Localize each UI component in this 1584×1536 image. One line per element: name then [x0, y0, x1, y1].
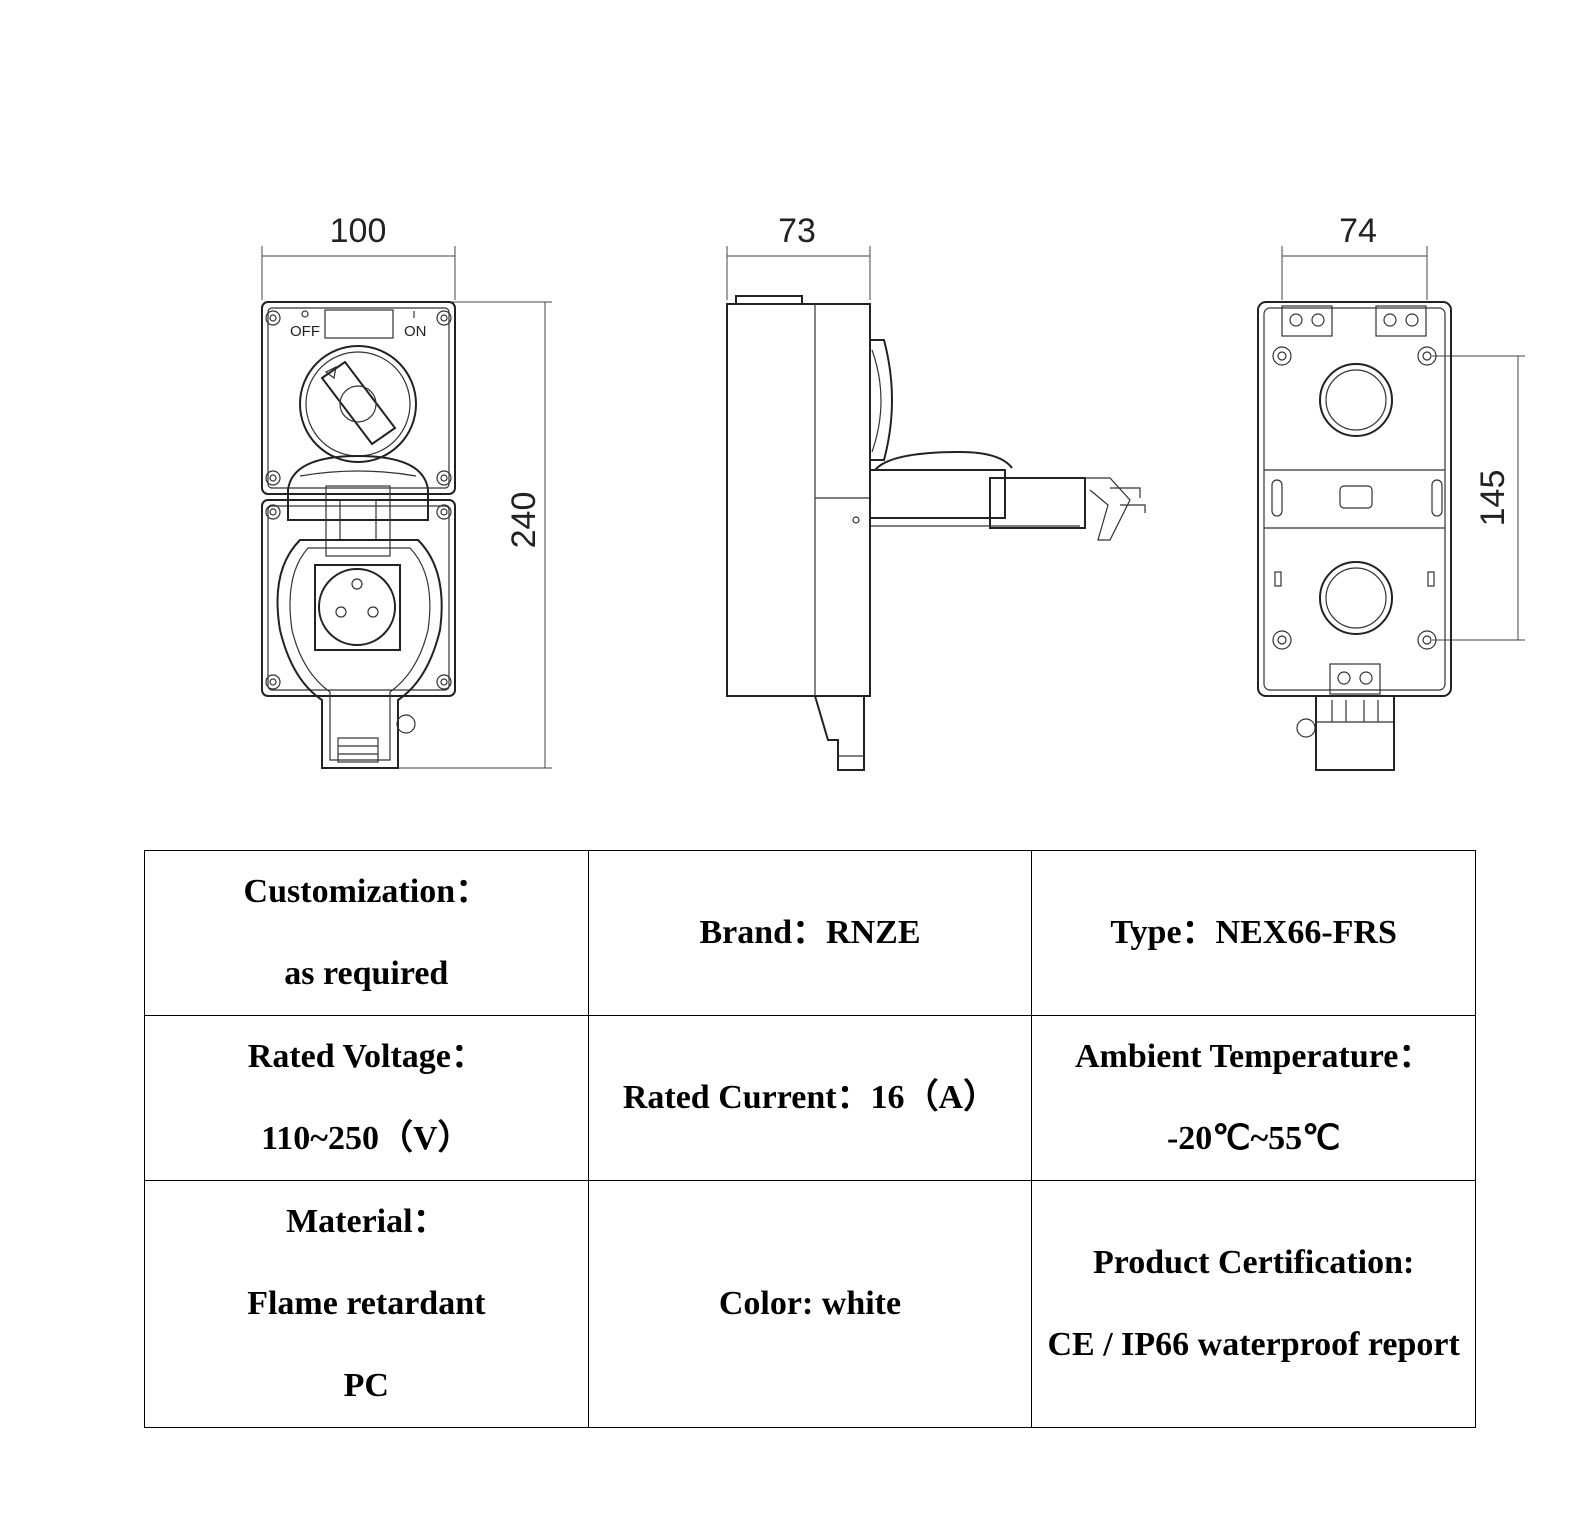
- material-label: Material：: [286, 1203, 447, 1240]
- side-width-dimension: 73: [726, 212, 871, 300]
- switch-on-label: ON: [404, 323, 427, 340]
- customization-value: as required: [284, 955, 449, 992]
- spec-cell-ambient-temperature: Ambient Temperature： -20℃~55℃: [1031, 1015, 1476, 1181]
- side-width-label: 73: [778, 212, 816, 250]
- certification-label: Product Certification:: [1092, 1244, 1415, 1281]
- spec-cell-customization: Customization： as required: [144, 850, 589, 1016]
- rated-current-text: Rated Current：16（A）: [622, 1079, 998, 1116]
- technical-drawing: 100 240 OFF ON: [261, 212, 1525, 771]
- certification-value: CE / IP66 waterproof report: [1047, 1326, 1460, 1363]
- spec-row: Material： Flame retardant PC Color: whit…: [144, 1180, 1476, 1428]
- material-value-line1: Flame retardant: [247, 1285, 486, 1322]
- spec-table: Customization： as required Brand：RNZE Ty…: [144, 850, 1476, 1428]
- color-text: Color: white: [718, 1285, 902, 1322]
- material-value-line2: PC: [343, 1367, 389, 1404]
- brand-text: Brand：RNZE: [699, 914, 921, 951]
- back-view: 74 145: [1257, 212, 1525, 771]
- rated-voltage-label: Rated Voltage：: [247, 1038, 485, 1075]
- customization-label: Customization：: [243, 873, 490, 910]
- side-view: 73: [726, 212, 1146, 771]
- spec-cell-brand: Brand：RNZE: [587, 850, 1033, 1016]
- front-width-label: 100: [330, 212, 387, 250]
- front-height-dimension: 240: [395, 301, 552, 769]
- spec-row: Rated Voltage： 110~250（V） Rated Current：…: [144, 1015, 1476, 1181]
- ambient-temperature-value: -20℃~55℃: [1166, 1120, 1341, 1157]
- front-view: 100 240 OFF ON: [261, 212, 552, 769]
- front-width-dimension: 100: [261, 212, 456, 300]
- spec-row: Customization： as required Brand：RNZE Ty…: [144, 850, 1476, 1016]
- rotary-switch-knob: [299, 345, 417, 463]
- spec-cell-rated-current: Rated Current：16（A）: [587, 1015, 1033, 1181]
- type-text: Type：NEX66-FRS: [1110, 914, 1397, 951]
- back-width-label: 74: [1339, 212, 1377, 250]
- spec-cell-color: Color: white: [587, 1180, 1033, 1428]
- front-height-label: 240: [505, 492, 543, 549]
- spec-cell-material: Material： Flame retardant PC: [144, 1180, 589, 1428]
- spec-cell-type: Type：NEX66-FRS: [1031, 850, 1476, 1016]
- ambient-temperature-label: Ambient Temperature：: [1075, 1038, 1433, 1075]
- switch-off-label: OFF: [290, 323, 320, 340]
- rated-voltage-value: 110~250（V）: [261, 1120, 472, 1157]
- spec-cell-certification: Product Certification: CE / IP66 waterpr…: [1031, 1180, 1476, 1428]
- back-hole-spacing-dimension: 145: [1432, 355, 1525, 641]
- back-width-dimension: 74: [1281, 212, 1428, 300]
- spec-cell-rated-voltage: Rated Voltage： 110~250（V）: [144, 1015, 589, 1181]
- back-hole-spacing-label: 145: [1474, 470, 1512, 527]
